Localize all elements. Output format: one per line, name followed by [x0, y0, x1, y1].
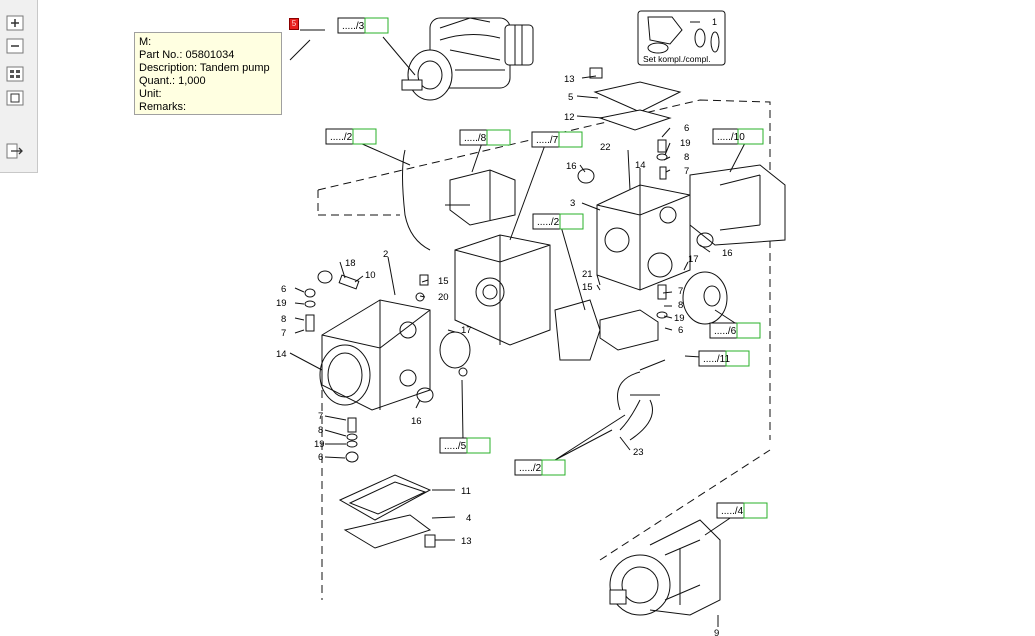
part-info-tooltip: M: Part No.: 05801034 Description: Tande… [134, 32, 282, 115]
part-label: 8 [678, 300, 683, 311]
part-label: 16 [566, 161, 577, 172]
part-label: 9 [714, 628, 719, 636]
part-label: 6 [281, 284, 286, 295]
part-label: 8 [281, 314, 286, 325]
part-label: 16 [722, 248, 733, 259]
ref-box-6[interactable]: ...../6 [709, 322, 761, 339]
ref-box-2c[interactable]: ...../2 [514, 459, 566, 476]
fit-page-icon[interactable] [5, 65, 25, 83]
part-label: 10 [365, 270, 376, 281]
part-label: 14 [276, 349, 287, 360]
part-label: ...../6 [714, 326, 737, 337]
part-label: 17 [461, 325, 472, 336]
seal-kit-label: Set kompl./compl. [643, 54, 711, 64]
part-label: 14 [635, 160, 646, 171]
seal-kit-item-number: 1 [712, 17, 717, 27]
part-label: 8 [684, 152, 689, 163]
tooltip-m: M: [139, 36, 152, 48]
part-label: 12 [564, 112, 575, 123]
ref-box-11[interactable]: ...../11 [698, 350, 750, 367]
part-label: 19 [314, 439, 325, 450]
ref-box-8[interactable]: ...../8 [459, 129, 511, 146]
part-label: 5 [568, 92, 573, 103]
part-label: 6 [684, 123, 689, 134]
part-label: 2 [383, 249, 388, 260]
part-label: 7 [678, 286, 683, 297]
tooltip-part-number: Part No.: 05801034 [139, 49, 235, 61]
part-label: ...../2 [537, 217, 560, 228]
reference-boxes: ...../3 ...../2 ...../8 ...../7 ...../10… [325, 17, 768, 519]
part-label: ...../2 [519, 463, 542, 474]
viewer-toolbar [0, 0, 38, 173]
actual-size-icon[interactable] [5, 89, 25, 107]
ref-box-2b[interactable]: ...../2 [532, 213, 584, 230]
ref-box-2a[interactable]: ...../2 [325, 128, 377, 145]
part-label: 21 [582, 269, 593, 280]
tooltip-quantity: Quant.: 1,000 [139, 75, 206, 87]
part-label: 16 [411, 416, 422, 427]
part-label: 6 [678, 325, 683, 336]
hotspot-marker[interactable]: 5 [289, 18, 299, 30]
part-label: ...../11 [703, 354, 730, 365]
part-label: 3 [570, 198, 575, 209]
part-label: ...../3 [342, 21, 365, 32]
part-label: 22 [600, 142, 611, 153]
part-label: ...../5 [444, 441, 467, 452]
top-pump-drawing [401, 17, 534, 101]
ref-box-5[interactable]: ...../5 [439, 437, 491, 454]
tooltip-remarks: Remarks: [139, 101, 187, 113]
zoom-in-icon[interactable] [5, 14, 25, 32]
part-label: 15 [438, 276, 449, 287]
part-label: ...../10 [717, 132, 745, 143]
part-label: ...../7 [536, 135, 559, 146]
part-label: 19 [674, 313, 685, 324]
part-label: 15 [582, 282, 593, 293]
part-label: 8 [318, 425, 323, 436]
ref-box-3[interactable]: ...../3 [337, 17, 389, 34]
zoom-out-icon[interactable] [5, 37, 25, 55]
part-label: 4 [466, 513, 471, 524]
part-label: 7 [684, 166, 689, 177]
export-icon[interactable] [5, 142, 25, 160]
part-label: 13 [564, 74, 575, 85]
part-label: 11 [461, 486, 471, 497]
part-number-labels: 13 5 12 6 19 8 7 22 14 16 3 16 17 21 15 … [276, 74, 733, 636]
part-label: 7 [281, 328, 286, 339]
part-label: 23 [633, 447, 644, 458]
part-label: 7 [318, 411, 323, 422]
part-label: ...../2 [330, 132, 353, 143]
part-label: 6 [318, 452, 323, 463]
part-label: 18 [345, 258, 356, 269]
part-label: ...../8 [464, 133, 487, 144]
part-label: 13 [461, 536, 472, 547]
ref-box-7[interactable]: ...../7 [531, 131, 583, 148]
ref-box-10[interactable]: ...../10 [712, 128, 764, 145]
tooltip-unit: Unit: [139, 88, 162, 100]
part-label: 19 [276, 298, 287, 309]
exploded-parts-drawing: ...../3 ...../2 ...../8 ...../7 ...../10… [276, 10, 786, 636]
part-label: 17 [688, 254, 699, 265]
part-label: 19 [680, 138, 691, 149]
part-label: 20 [438, 292, 449, 303]
ref-box-4[interactable]: ...../4 [716, 502, 768, 519]
tooltip-description: Description: Tandem pump [139, 62, 270, 74]
part-label: ...../4 [721, 506, 744, 517]
